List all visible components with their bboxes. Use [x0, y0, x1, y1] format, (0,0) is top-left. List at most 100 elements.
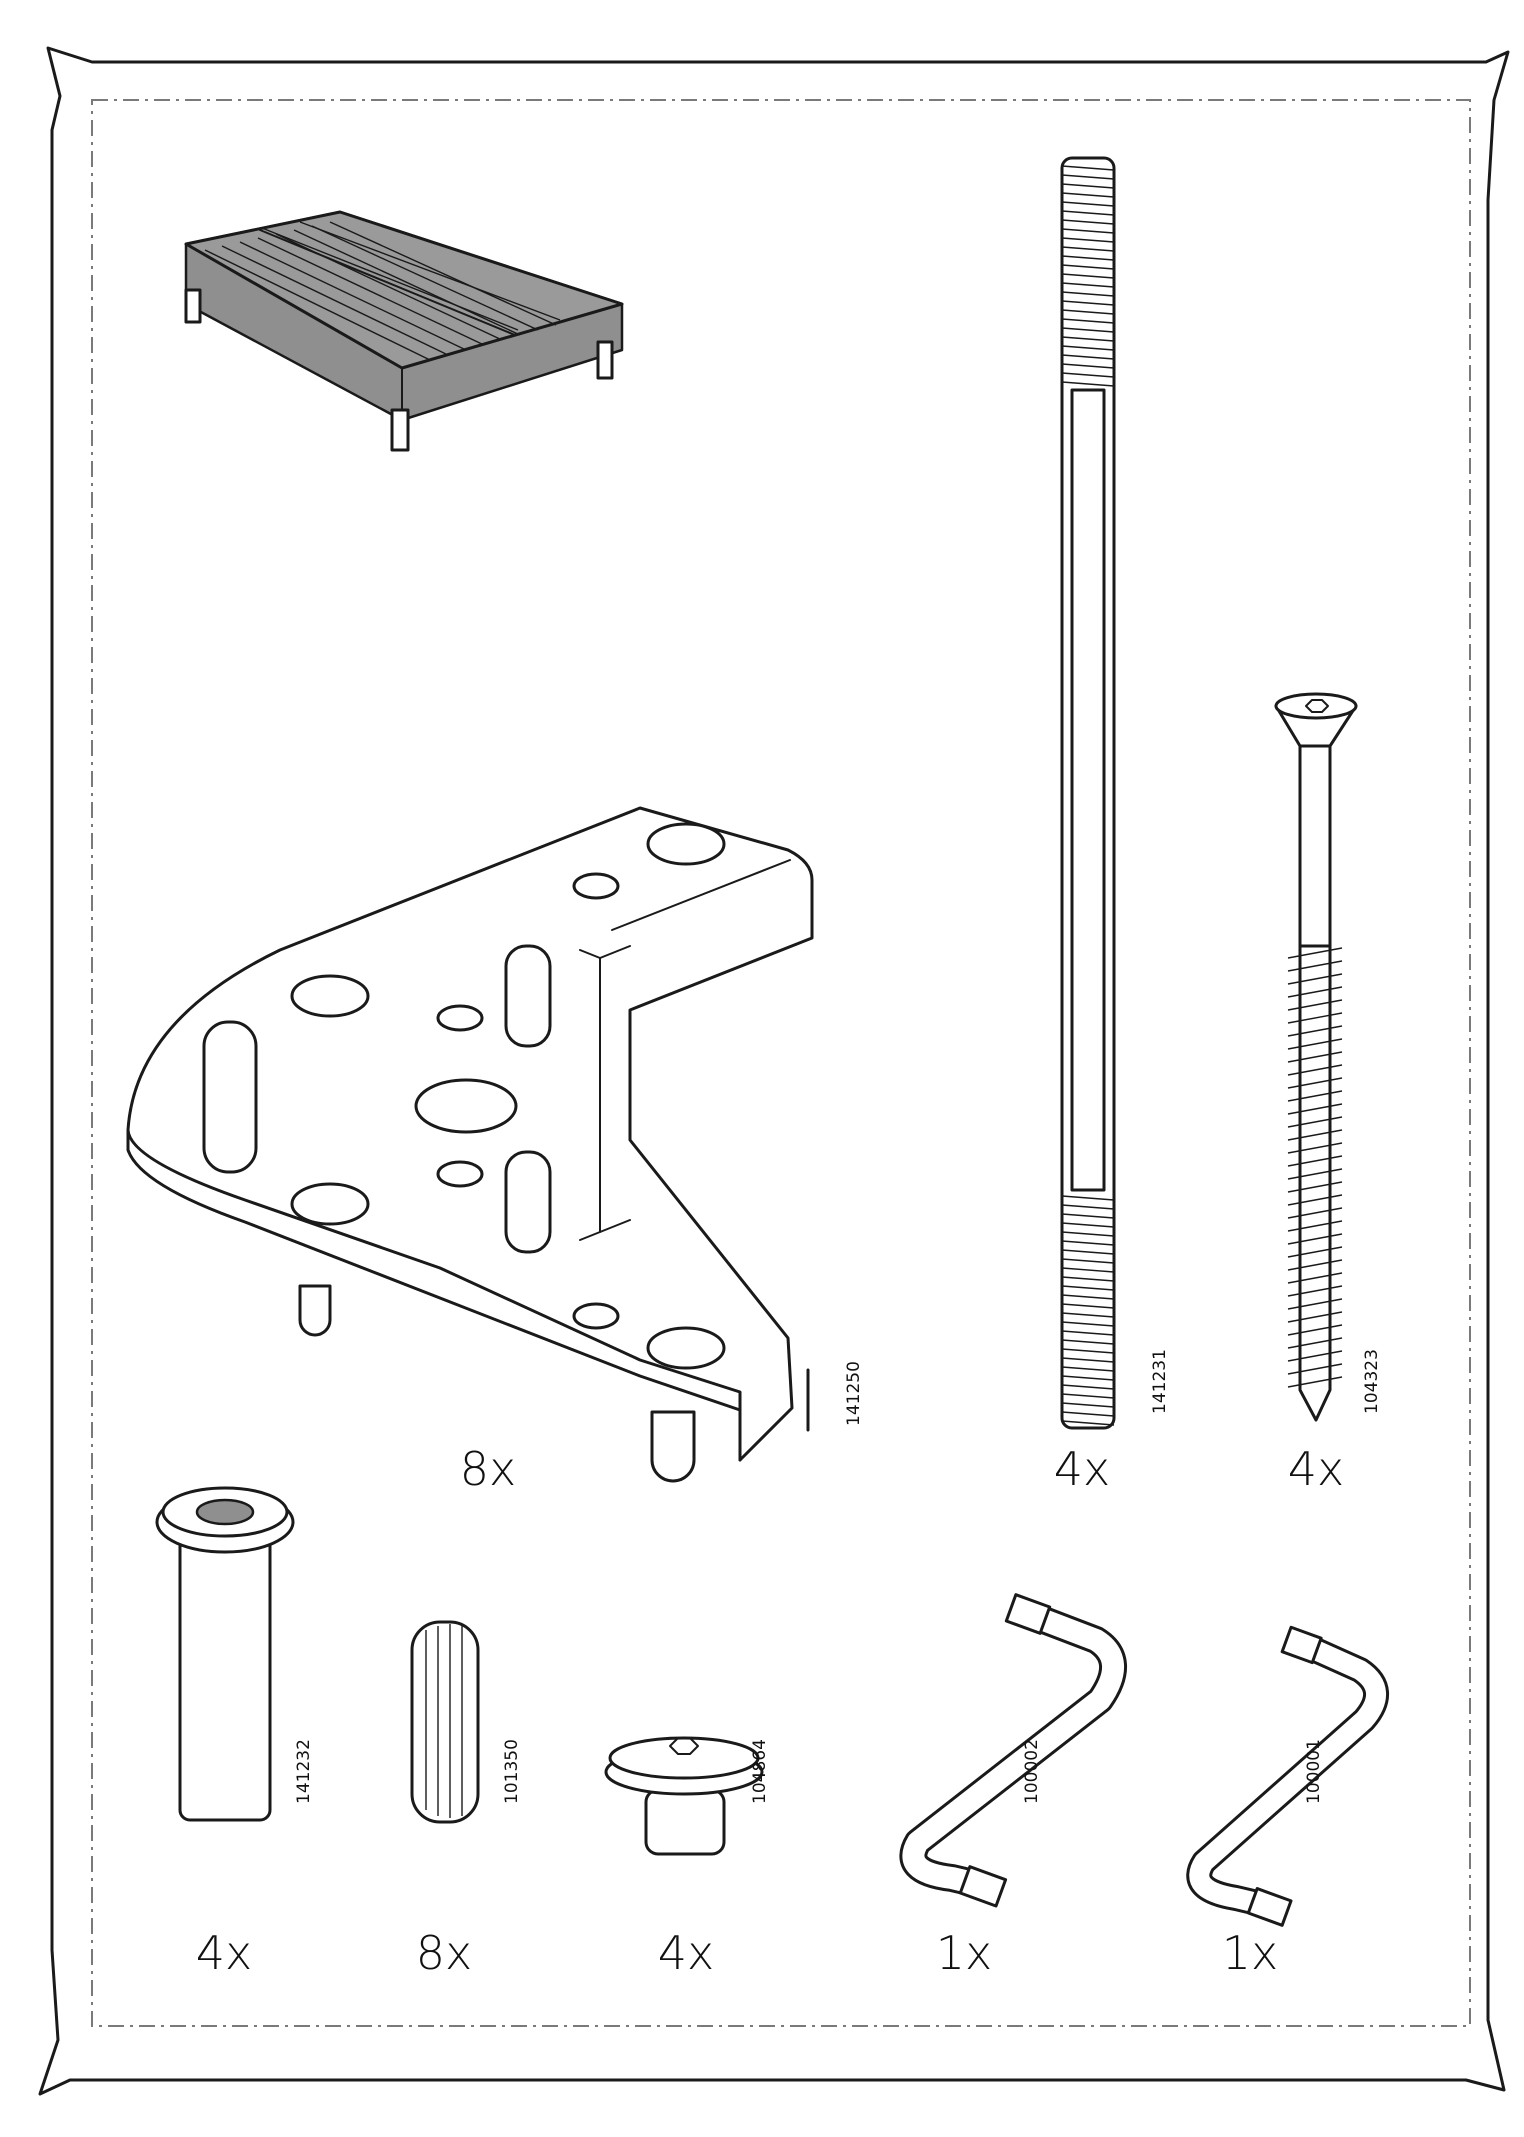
thread-line: [1061, 1357, 1115, 1363]
thread-line: [1061, 1222, 1115, 1228]
thread-line: [1061, 318, 1115, 324]
thread-line: [1287, 1064, 1343, 1076]
thread-line: [1287, 1376, 1343, 1388]
thread-line: [1287, 1207, 1343, 1219]
thread-line: [1287, 1103, 1343, 1115]
barrel-nut-illustration: [155, 1486, 295, 1822]
thread-line: [1061, 372, 1115, 378]
thread-line: [1061, 228, 1115, 234]
thread-line: [1061, 264, 1115, 270]
thread-line: [1061, 1267, 1115, 1273]
thread-line: [1287, 1272, 1343, 1284]
thread-line: [1287, 986, 1343, 998]
thread-line: [1061, 1249, 1115, 1255]
thread-line: [1287, 1337, 1343, 1349]
allen-key-large-illustration: [899, 1593, 1128, 1908]
quantity-wooden-dowel: 8x: [415, 1926, 473, 1980]
thread-line: [1061, 237, 1115, 243]
thread-line: [1061, 1240, 1115, 1246]
thread-line: [1287, 1233, 1343, 1245]
thread-line: [1061, 1294, 1115, 1300]
thread-line: [1061, 336, 1115, 342]
thread-line: [1061, 363, 1115, 369]
thread-line: [1061, 1330, 1115, 1336]
thread-line: [1061, 1258, 1115, 1264]
quantity-barrel-nut: 4x: [195, 1926, 253, 1980]
thread-line: [1061, 183, 1115, 189]
thread-line: [1061, 282, 1115, 288]
quantity-connector-bolt: 4x: [657, 1926, 715, 1980]
corner-bracket-illustration: [126, 806, 814, 1483]
thread-line: [1287, 999, 1343, 1011]
connector-bolt-illustration: [604, 1736, 764, 1856]
thread-line: [1061, 1276, 1115, 1282]
thread-line: [1287, 973, 1343, 985]
part-number-allen-key-small: 100001: [1304, 1739, 1324, 1804]
thread-line: [1061, 1204, 1115, 1210]
part-number-threaded-rod: 141231: [1150, 1349, 1170, 1414]
thread-line: [1287, 1038, 1343, 1050]
bed-frame-illustration: [184, 210, 624, 452]
thread-line: [1061, 1420, 1115, 1426]
allen-key-small-illustration: [1186, 1625, 1390, 1927]
thread-line: [1061, 1321, 1115, 1327]
quantity-threaded-rod: 4x: [1053, 1442, 1111, 1496]
thread-line: [1287, 1246, 1343, 1258]
thread-line: [1061, 1339, 1115, 1345]
thread-line: [1287, 1324, 1343, 1336]
wooden-dowel-illustration: [410, 1620, 480, 1824]
quantity-allen-key-small: 1x: [1221, 1926, 1279, 1980]
thread-line: [1287, 1025, 1343, 1037]
thread-line: [1287, 1168, 1343, 1180]
thread-line: [1061, 165, 1115, 171]
thread-line: [1287, 1285, 1343, 1297]
threaded-rod-illustration: [1060, 156, 1116, 1430]
thread-line: [1061, 327, 1115, 333]
thread-line: [1287, 1142, 1343, 1154]
thread-line: [1287, 1220, 1343, 1232]
thread-line: [1061, 300, 1115, 306]
thread-line: [1061, 1348, 1115, 1354]
bag-outline: [38, 46, 1510, 2096]
bag-seal-dashed-line: [91, 99, 1471, 2027]
thread-line: [1061, 273, 1115, 279]
wood-screw-illustration: [1274, 692, 1358, 1422]
thread-line: [1287, 1311, 1343, 1323]
thread-line: [1287, 1194, 1343, 1206]
quantity-corner-bracket: 8x: [459, 1442, 517, 1496]
part-number-wood-screw: 104323: [1362, 1349, 1382, 1414]
thread-line: [1061, 1366, 1115, 1372]
part-number-wooden-dowel: 101350: [502, 1739, 522, 1804]
thread-line: [1061, 381, 1115, 387]
thread-line: [1061, 1402, 1115, 1408]
thread-line: [1287, 1129, 1343, 1141]
thread-line: [1061, 1303, 1115, 1309]
thread-line: [1287, 1012, 1343, 1024]
thread-line: [1061, 1195, 1115, 1201]
part-number-barrel-nut: 141232: [294, 1739, 314, 1804]
thread-line: [1061, 210, 1115, 216]
quantity-allen-key-large: 1x: [935, 1926, 993, 1980]
thread-line: [1287, 1051, 1343, 1063]
thread-line: [1061, 1375, 1115, 1381]
thread-line: [1287, 1155, 1343, 1167]
thread-line: [1061, 192, 1115, 198]
thread-line: [1061, 291, 1115, 297]
thread-line: [1061, 309, 1115, 315]
thread-line: [1287, 960, 1343, 972]
thread-line: [1061, 1393, 1115, 1399]
thread-line: [1287, 1077, 1343, 1089]
thread-line: [1287, 1259, 1343, 1271]
thread-line: [1287, 1181, 1343, 1193]
thread-line: [1061, 174, 1115, 180]
thread-line: [1061, 201, 1115, 207]
quantity-wood-screw: 4x: [1287, 1442, 1345, 1496]
thread-line: [1287, 1298, 1343, 1310]
thread-line: [1061, 1312, 1115, 1318]
thread-line: [1287, 1116, 1343, 1128]
part-number-connector-bolt: 104864: [750, 1739, 770, 1804]
thread-line: [1061, 246, 1115, 252]
thread-line: [1061, 1213, 1115, 1219]
thread-line: [1061, 1231, 1115, 1237]
